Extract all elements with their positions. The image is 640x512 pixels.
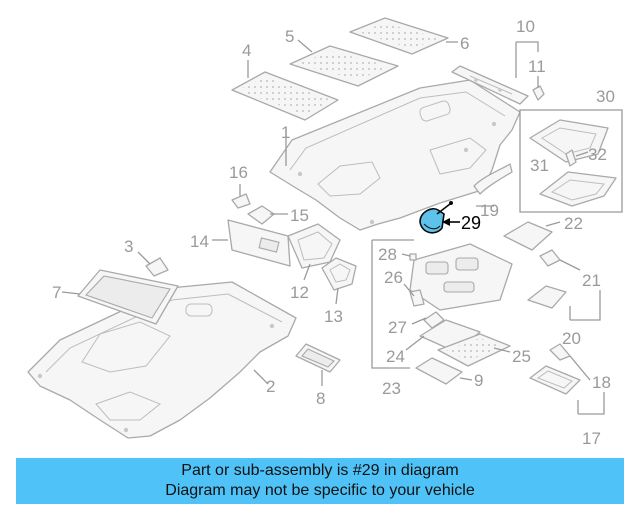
label-15: 15 (290, 206, 309, 225)
label-9: 9 (474, 371, 483, 390)
label-22: 22 (564, 214, 583, 233)
bulb-part-32 (565, 149, 577, 167)
leader-lines (61, 39, 623, 415)
headliner-upper (269, 79, 521, 231)
part-number-labels: 1 2 3 4 5 6 7 8 9 10 11 12 13 14 15 16 1… (52, 17, 615, 448)
label-26: 26 (384, 268, 403, 287)
label-19: 19 (480, 201, 499, 220)
bulb-part-27 (423, 311, 445, 329)
label-2: 2 (266, 377, 275, 396)
grab-handle-part-19 (473, 163, 513, 195)
panel-part-5 (289, 45, 399, 87)
label-8: 8 (316, 389, 325, 408)
bracket-part-15 (247, 205, 275, 225)
label-23: 23 (382, 379, 401, 398)
headliner-lower (27, 281, 297, 439)
label-25: 25 (512, 347, 531, 366)
label-30: 30 (596, 87, 615, 106)
label-18: 18 (592, 373, 611, 392)
label-3: 3 (124, 237, 133, 256)
lamp-part-9 (415, 357, 463, 385)
label-20: 20 (562, 329, 581, 348)
clip-part-11 (532, 85, 545, 101)
caption-banner: Part or sub-assembly is #29 in diagram D… (16, 458, 624, 504)
label-1: 1 (281, 123, 290, 142)
label-31: 31 (530, 156, 549, 175)
sun-visor-part-14 (227, 219, 291, 267)
label-28: 28 (378, 245, 397, 264)
label-13: 13 (324, 307, 343, 326)
panel-part-6 (349, 17, 449, 55)
highlighted-part-29[interactable] (419, 201, 453, 234)
label-4: 4 (242, 41, 251, 60)
caption-line-2: Diagram may not be specific to your vehi… (165, 482, 475, 499)
exploded-parts-diagram: 1 2 3 4 5 6 7 8 9 10 11 12 13 14 15 16 1… (27, 17, 623, 448)
housing-part-13 (321, 257, 357, 291)
harness-part-20 (527, 285, 567, 309)
label-21: 21 (582, 271, 601, 290)
label-17: 17 (582, 429, 601, 448)
label-11: 11 (528, 57, 546, 76)
console-part-31 (539, 171, 617, 207)
lamp-lens-part-8 (295, 343, 341, 373)
label-27: 27 (388, 318, 407, 337)
label-24: 24 (386, 347, 405, 366)
label-14: 14 (190, 232, 209, 251)
sunroof-panel-part-7 (77, 269, 179, 325)
hook-part-16 (231, 193, 251, 209)
housing-part-12 (287, 223, 341, 269)
clip-part-3 (145, 257, 169, 277)
caption-line-1: Part or sub-assembly is #29 in diagram (181, 462, 459, 479)
overhead-console-part-23 (409, 243, 513, 311)
label-7: 7 (52, 283, 61, 302)
label-10: 10 (516, 17, 535, 36)
label-6: 6 (460, 34, 469, 53)
connector-part-21 (539, 249, 561, 267)
label-12: 12 (290, 283, 309, 302)
trim-strip-part-10 (451, 65, 529, 105)
label-5: 5 (285, 27, 294, 46)
clip-part-28 (409, 253, 417, 261)
switch-part-26 (409, 289, 425, 307)
console-assembly-part-30 (529, 119, 609, 163)
panel-part-4 (231, 71, 339, 121)
label-32: 32 (588, 145, 607, 164)
lamp-part-22 (503, 221, 553, 251)
label-29-highlighted[interactable]: 29 (461, 213, 481, 233)
label-16: 16 (229, 163, 248, 182)
lamp-assembly-part-17 (529, 365, 581, 395)
trim-part-25 (437, 333, 511, 367)
